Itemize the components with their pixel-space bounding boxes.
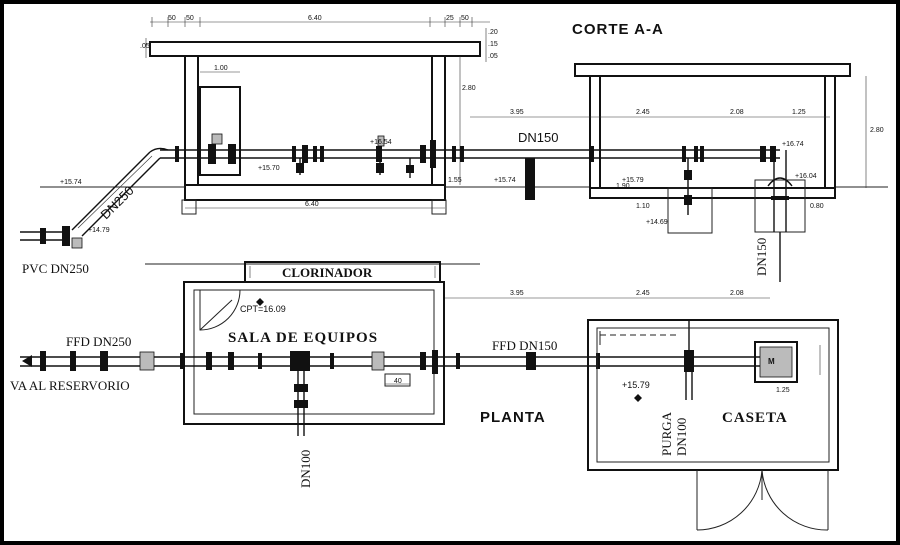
title-planta: PLANTA [480,409,546,426]
svg-text:.05: .05 [488,53,498,60]
plan-labels: PVC DN250 FFD DN250 VA AL RESERVORIO FFD… [10,261,689,488]
dim-top-25a: 25 [446,15,454,22]
dim-sec-125: 1.25 [792,109,806,116]
dim-plan-40: 40 [394,378,402,385]
dim-top-50a: 50 [168,15,176,22]
equipment-room-section: 1.00 2.80 1.55 6.40 [149,41,481,215]
plan-dims: 3.95 2.45 2.08 [445,290,770,299]
svg-text:2.80: 2.80 [462,85,476,92]
caseta-section: 3.95 2.45 2.08 1.25 2.80 1.90 1.10 0.80 … [470,63,884,282]
svg-text:.15: .15 [488,41,498,48]
svg-text:1.55: 1.55 [448,177,462,184]
label-dn150-section: DN150 [518,130,558,145]
dim-top-640: 6.40 [308,15,322,22]
top-dimension-line: 50 50 6.40 25 50 [150,15,490,27]
plan-view: CLORINADOR CPT=16.09 SALA DE EQUIPOS [10,261,839,531]
dim-top-50b: 50 [186,15,194,22]
main-pipe-section [160,133,780,215]
elev-1570: +15.70 [258,165,280,172]
dim-sec-280: 2.80 [870,127,884,134]
dim-plan-245: 2.45 [636,290,650,297]
dim-sec-080: 0.80 [810,203,824,210]
label-clorinador: CLORINADOR [282,265,373,280]
label-dn150-vertical: DN150 [754,238,769,276]
svg-text:.05: .05 [140,43,150,50]
label-ffd-dn150: FFD DN150 [492,338,557,353]
caseta-plan: M 1.25 +15.79 CASETA [587,319,839,531]
title-corte-a-a: CORTE A-A [572,21,664,38]
elev-1579: +15.79 [622,177,644,184]
elev-1604: +16.04 [795,173,817,180]
paper-sheet [4,4,896,541]
label-va-reservorio: VA AL RESERVORIO [10,378,130,393]
elev-1674: +16.74 [782,141,804,148]
dim-sec-110: 1.10 [636,203,650,210]
svg-text:M: M [768,357,775,366]
elev-cpt: CPT=16.09 [240,304,286,314]
label-ffd-dn250: FFD DN250 [66,334,131,349]
elev-plan-1579: +15.79 [622,380,650,390]
section-view: 50 50 6.40 25 50 .20 .15 .05 .05 [20,15,888,282]
label-purga: PURGA [659,411,674,456]
dim-sec-208: 2.08 [730,109,744,116]
main-pipe-plan: 40 [20,320,760,436]
dim-bottom-640: 6.40 [305,201,319,208]
elev-1574-mid: +15.74 [494,177,516,184]
label-purga-dn100: DN100 [674,418,689,456]
label-pvc-dn250: PVC DN250 [22,261,89,276]
dim-top-50c: 50 [461,15,469,22]
elev-1469: +14.69 [646,219,668,226]
elev-1574-left: +15.74 [60,179,82,186]
dim-plan-125: 1.25 [776,387,790,394]
dim-sec-245: 2.45 [636,109,650,116]
elev-1479: +14.79 [88,227,110,234]
label-dn100-plan: DN100 [298,450,313,488]
elev-1654: +16.54 [370,139,392,146]
section-elevations: +15.74 +14.79 +15.70 +16.54 +15.74 +15.7… [60,139,817,234]
dim-sec-190: 1.90 [616,183,630,190]
roof-vertical-dims: .20 .15 .05 .05 [140,28,498,62]
dim-inner-100: 1.00 [214,65,228,72]
dim-plan-395: 3.95 [510,290,524,297]
svg-text:.20: .20 [488,29,498,36]
label-sala-equipos: SALA DE EQUIPOS [228,330,378,346]
label-caseta: CASETA [722,410,788,426]
dim-plan-208: 2.08 [730,290,744,297]
dim-sec-395: 3.95 [510,109,524,116]
